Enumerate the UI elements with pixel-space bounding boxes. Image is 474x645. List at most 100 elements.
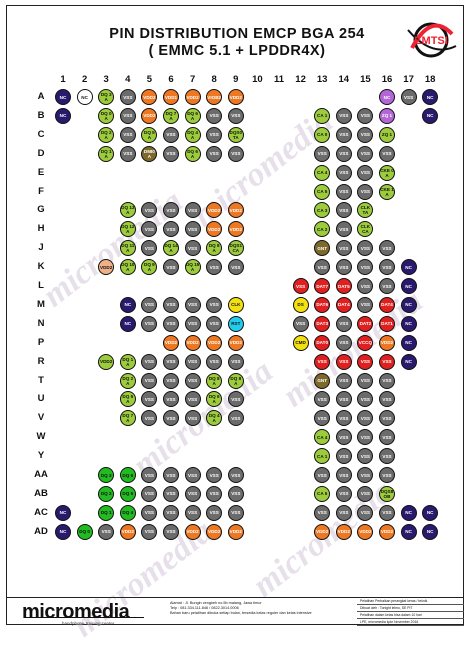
pin-J14: VSS xyxy=(335,240,352,257)
row-header-J: J xyxy=(38,242,44,254)
pin-R16: VSS xyxy=(379,353,395,370)
pin-D5: DMI0 A xyxy=(141,145,158,162)
pin-C9: DQS0 TA xyxy=(227,126,244,143)
pin-K7: DQ 15 A xyxy=(184,259,201,276)
column-header-7: 7 xyxy=(189,74,196,85)
row-header-N: N xyxy=(37,317,45,329)
pin-V13: VSS xyxy=(314,410,331,427)
pin-AD18: NC xyxy=(422,523,439,540)
pin-A1: NC xyxy=(55,89,71,105)
pin-B8: VSS xyxy=(206,107,223,124)
column-header-17: 17 xyxy=(403,74,414,85)
pin-A3: DQ 3 A xyxy=(98,89,115,105)
pin-G15: CLK TA xyxy=(357,202,374,219)
pin-U16: VSS xyxy=(379,391,395,408)
pin-K15: VSS xyxy=(357,259,374,276)
pin-L15: VSS xyxy=(357,278,374,294)
column-header-18: 18 xyxy=(424,74,436,85)
pin-AB3: DQ 2 xyxy=(98,485,115,502)
pin-V16: VSS xyxy=(379,410,395,427)
pin-C4: VSS xyxy=(119,126,136,143)
pin-D16: VSS xyxy=(379,145,395,162)
pin-D8: VSS xyxy=(206,145,223,162)
column-header-2: 2 xyxy=(81,74,88,85)
pin-L16: VSS xyxy=(379,278,395,294)
column-header-8: 8 xyxy=(211,74,217,85)
row-header-K: K xyxy=(37,261,45,273)
pin-AD4: VDD2 xyxy=(119,523,136,540)
pin-U8: DQ 6 A xyxy=(206,391,223,408)
info-row: Pelatihan Perbaikan perangkat keras / te… xyxy=(357,598,464,605)
pin-K14: VSS xyxy=(335,259,352,276)
pin-AD1: NC xyxy=(55,523,71,540)
pin-Y16: VSS xyxy=(379,448,395,465)
address-line: Alamat : Jl. Bungin cengkeh no.5b malang… xyxy=(170,601,262,605)
pin-J8: DQ 8 A xyxy=(206,240,223,257)
pin-F14: VSS xyxy=(335,183,352,200)
pin-G4: DQ 13 A xyxy=(119,202,136,219)
pin-AC1: NC xyxy=(55,504,71,521)
pin-AC17: NC xyxy=(400,504,417,521)
pin-AD2: DQ 0 xyxy=(76,523,93,540)
page-subtitle: ( EMMC 5.1 + LPDDR4X) xyxy=(148,43,326,59)
pin-N8: VSS xyxy=(206,315,223,332)
pin-C14: VSS xyxy=(335,126,352,143)
info-table: Pelatihan Perbaikan perangkat keras / te… xyxy=(357,598,464,626)
pin-U13: VSS xyxy=(314,391,331,408)
pin-AD16: VDD2 xyxy=(379,523,395,540)
row-header-F: F xyxy=(38,185,44,197)
pin-E13: CA 4 xyxy=(314,164,331,181)
column-header-13: 13 xyxy=(316,74,328,85)
pin-P9: VDD2 xyxy=(227,334,244,351)
pin-AB9: VSS xyxy=(227,485,244,502)
pin-B5: VDD2 xyxy=(141,107,158,124)
pin-K17: NC xyxy=(400,259,417,276)
pin-J9: DQS1 CA xyxy=(227,240,244,257)
pin-J5: VSS xyxy=(141,240,158,257)
row-header-V: V xyxy=(37,412,45,424)
pin-AB13: CA 5 xyxy=(314,485,331,502)
pin-C15: VSS xyxy=(357,126,374,143)
pin-K16: VSS xyxy=(379,259,395,276)
brand-underline xyxy=(24,617,144,618)
pin-P13: DAT0 xyxy=(314,334,331,351)
pin-U14: VSS xyxy=(335,391,352,408)
pin-H15: CLK CA xyxy=(357,221,374,238)
pin-V9: VSS xyxy=(227,410,244,427)
row-header-C: C xyxy=(37,128,45,140)
pin-H5: VSS xyxy=(141,221,158,238)
column-header-14: 14 xyxy=(338,74,350,85)
pin-B13: CA 1 xyxy=(314,107,331,124)
pin-M4: NC xyxy=(119,296,136,313)
pin-T4: DQ 2 A xyxy=(119,372,136,389)
pin-M14: DAT4 xyxy=(335,296,352,313)
pin-V7: VSS xyxy=(184,410,201,427)
pin-P16: VDD2 xyxy=(379,334,395,351)
pin-AC5: VSS xyxy=(141,504,158,521)
pin-AC16: VSS xyxy=(379,504,395,521)
pin-R4: DQ 1 A xyxy=(119,353,136,370)
pin-A18: NC xyxy=(422,89,439,105)
column-header-6: 6 xyxy=(168,74,174,85)
pin-R14: VSS xyxy=(335,353,352,370)
pin-A2: NC xyxy=(76,89,93,105)
pin-F15: VSS xyxy=(357,183,374,200)
brand-tagline: handphone training center xyxy=(62,621,115,626)
pin-R15: VSS xyxy=(357,353,374,370)
pin-Y15: VSS xyxy=(357,448,374,465)
row-header-G: G xyxy=(37,204,45,216)
pin-AC7: VSS xyxy=(184,504,201,521)
column-header-3: 3 xyxy=(103,74,109,85)
info-row: LPE, micromedia kpkr November 2016 xyxy=(357,619,464,626)
pin-AD7: VDD2 xyxy=(184,523,201,540)
pin-E15: VSS xyxy=(357,164,374,181)
pin-T8: DQ 8 A xyxy=(206,372,223,389)
pin-J16: VSS xyxy=(379,240,395,257)
pin-T15: VSS xyxy=(357,372,374,389)
column-header-1: 1 xyxy=(60,74,66,85)
pin-AC4: DQ 4 xyxy=(119,504,136,521)
pin-C8: VSS xyxy=(206,126,223,143)
pin-L17: NC xyxy=(400,278,417,294)
pin-M12: DS xyxy=(292,296,309,313)
pin-L13: DAT7 xyxy=(314,278,331,294)
